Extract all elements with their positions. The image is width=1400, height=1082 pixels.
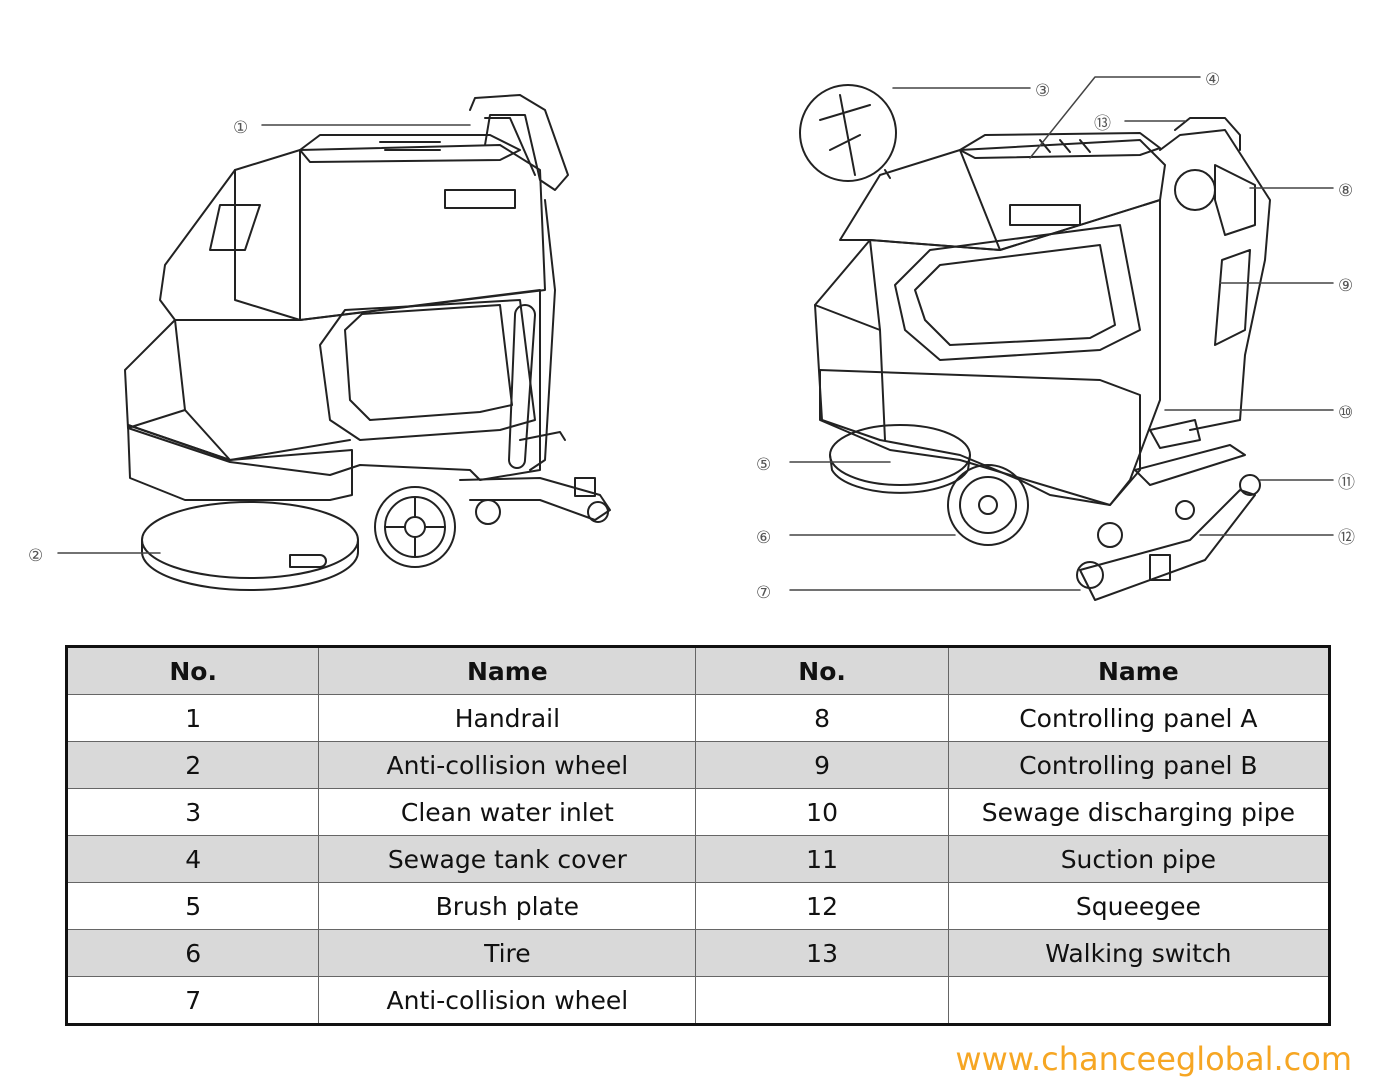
table-cell: 12 [695, 882, 949, 930]
table-cell: Controlling panel A [947, 694, 1331, 742]
table-cell: Handrail [318, 694, 697, 742]
callout-1: ① [233, 118, 248, 138]
header-name-left: Name [318, 646, 697, 695]
right-machine-drawing [799, 84, 1271, 601]
table-cell: Anti-collision wheel [318, 976, 697, 1025]
table-cell: Controlling panel B [947, 741, 1331, 789]
machine-diagram: ① ② ③ ④ ⑬ ⑧ ⑨ ⑩ ⑤ ⑪ ⑥ ⑫ ⑦ [28, 70, 1355, 603]
callout-11: ⑪ [1338, 473, 1355, 493]
table-cell: 10 [695, 788, 949, 836]
parts-table: No. Name No. Name 1 Handrail 8 Controlli… [65, 645, 1331, 1026]
table-cell [947, 976, 1331, 1025]
table-cell: 2 [65, 741, 320, 789]
table-row: 7 Anti-collision wheel [65, 976, 1331, 1025]
table-cell: 7 [65, 976, 320, 1025]
left-machine-drawing [124, 94, 611, 591]
table-row: 6 Tire 13 Walking switch [65, 929, 1331, 977]
callout-7: ⑦ [756, 583, 771, 603]
callout-5: ⑤ [756, 455, 771, 475]
table-cell: Suction pipe [947, 835, 1331, 883]
table-header-row: No. Name No. Name [65, 646, 1331, 695]
table-cell: 9 [695, 741, 949, 789]
table-cell: Anti-collision wheel [318, 741, 697, 789]
table-row: 4 Sewage tank cover 11 Suction pipe [65, 835, 1331, 883]
table-cell: Tire [318, 929, 697, 977]
table-cell: Sewage tank cover [318, 835, 697, 883]
header-no-right: No. [695, 646, 949, 695]
table-cell: 4 [65, 835, 320, 883]
table-cell: 13 [695, 929, 949, 977]
callout-6: ⑥ [756, 528, 771, 548]
table-cell [695, 976, 949, 1025]
table-cell: 3 [65, 788, 320, 836]
leader-lines [57, 76, 1334, 591]
table-cell: 6 [65, 929, 320, 977]
callout-12: ⑫ [1338, 528, 1355, 548]
callout-4: ④ [1205, 70, 1220, 90]
callout-2: ② [28, 546, 43, 566]
table-cell: 11 [695, 835, 949, 883]
table-row: 3 Clean water inlet 10 Sewage dischargin… [65, 788, 1331, 836]
table-cell: Sewage discharging pipe [947, 788, 1331, 836]
header-no-left: No. [65, 646, 320, 695]
table-cell: 1 [65, 694, 320, 742]
website-watermark: www.chanceeglobal.com [955, 1040, 1352, 1078]
table-row: 2 Anti-collision wheel 9 Controlling pan… [65, 741, 1331, 789]
table-cell: 5 [65, 882, 320, 930]
table-row: 5 Brush plate 12 Squeegee [65, 882, 1331, 930]
callout-8: ⑧ [1338, 181, 1353, 201]
callout-10: ⑩ [1338, 403, 1353, 423]
table-cell: Squeegee [947, 882, 1331, 930]
table-cell: 8 [695, 694, 949, 742]
table-cell: Clean water inlet [318, 788, 697, 836]
callout-3: ③ [1035, 81, 1050, 101]
table-cell: Walking switch [947, 929, 1331, 977]
table-row: 1 Handrail 8 Controlling panel A [65, 694, 1331, 742]
table-cell: Brush plate [318, 882, 697, 930]
callout-9: ⑨ [1338, 276, 1353, 296]
header-name-right: Name [947, 646, 1331, 695]
callout-13: ⑬ [1094, 114, 1111, 134]
callout-numbers: ① ② ③ ④ ⑬ ⑧ ⑨ ⑩ ⑤ ⑪ ⑥ ⑫ ⑦ [28, 70, 1355, 603]
